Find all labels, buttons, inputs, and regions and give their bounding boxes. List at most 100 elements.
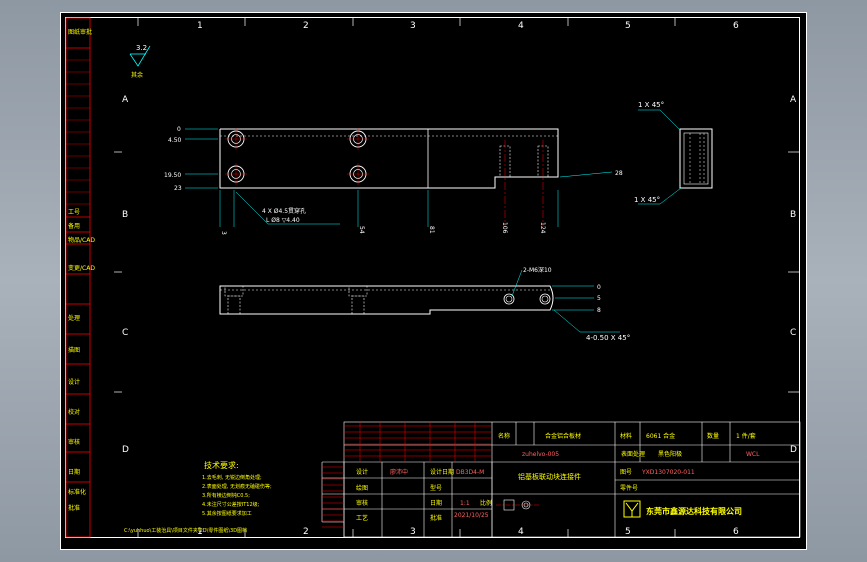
file-path: C:\yuhhuo\工装治具\项目文件夹\2D\零件图纸\3D图档 (124, 527, 247, 534)
counterbore-holes (225, 128, 369, 185)
tb-drawing-no-value: YXD1307020-011 (641, 469, 695, 476)
tech-note-line: 2.表面处理, 无划痕无磕碰伤等; (202, 483, 272, 490)
strip-label: 图纸审批 (68, 28, 92, 36)
dim-text: 0 (177, 126, 181, 133)
column-label: 1 (197, 527, 203, 537)
outer-border (60, 12, 807, 550)
tb-date-label: 设计日期 (430, 468, 454, 476)
roughness-note: 其余 (131, 71, 143, 79)
chamfer-callout: 4-0.50 X 45° (586, 334, 630, 342)
row-label: D (122, 445, 129, 455)
thread-leader (511, 269, 523, 297)
side-view-outline (679, 128, 713, 189)
strip-label: 标准化 (68, 488, 86, 496)
dim-text: 54 (358, 226, 365, 234)
hole-callout-line2: L Ø8 ▽4.40 (266, 217, 300, 224)
tb-row-label: 审核 (356, 499, 368, 507)
counterbore-section (227, 295, 241, 315)
tb-part-label: 零件号 (620, 484, 638, 492)
roughness-symbol: 3.2 其余 (129, 44, 151, 79)
tb-row-label: 绘图 (356, 484, 368, 492)
tb-part-name: 铝基板联动块连接件 (518, 472, 581, 481)
strip-frame (65, 17, 91, 538)
tb-model-value: DB3D4-M (456, 469, 484, 476)
threaded-holes (499, 140, 549, 227)
top-view-outline (219, 128, 559, 189)
chamfer-leader-top (638, 109, 681, 131)
column-label: 5 (625, 527, 631, 537)
column-label: 5 (625, 21, 631, 31)
tb-designer-date-label: 日期 (430, 499, 442, 507)
tb-surface-label: 表面处理 (621, 450, 645, 458)
tech-note-line: 1.去毛刺, 无锐边倒角处理; (202, 474, 262, 481)
top-view-bottom-dim-text: 3 54 81 106 124 (220, 222, 546, 235)
tb-company: 东莞市鑫源达科技有限公司 (646, 506, 742, 516)
tech-note-line: 4.未注尺寸公差按IT12级; (202, 501, 260, 508)
row-label: A (122, 95, 129, 105)
front-view-outline (219, 285, 554, 315)
dim-text: 19.50 (164, 172, 181, 179)
chamfer-bottom-text: 1 X 45° (634, 196, 660, 204)
roughness-value: 3.2 (136, 44, 147, 52)
front-view[interactable]: 2-M6深10 0 5 8 4-0.50 X 45° (219, 266, 630, 342)
strip-label: 校对 (68, 408, 80, 416)
tb-approve-label: 批准 (430, 514, 442, 522)
column-label: 3 (410, 21, 416, 31)
side-view-inner (683, 132, 709, 185)
row-label: A (790, 95, 797, 105)
dim-text: 3 (220, 231, 227, 235)
row-labels: A B C D A B C D (122, 95, 797, 455)
threaded-hole-front (505, 295, 513, 303)
counterbore-section (224, 285, 244, 297)
column-label: 3 (410, 527, 416, 537)
chamfer-top-text: 1 X 45° (638, 101, 664, 109)
top-view[interactable]: 0 4.50 19.50 23 3 54 81 106 (164, 126, 623, 235)
thread-callout: 2-M6深10 (523, 266, 552, 274)
counterbore-section (348, 285, 368, 297)
tech-notes: 技术要求: 1.去毛刺, 无锐边倒角处理; 2.表面处理, 无划痕无磕碰伤等; … (202, 460, 272, 517)
tb-model-label: 型号 (430, 484, 442, 492)
strip-label: 日期 (68, 468, 80, 476)
row-label: B (790, 210, 796, 220)
tech-notes-title: 技术要求: (204, 460, 239, 470)
dim-text: 23 (174, 185, 182, 192)
column-label: 4 (518, 527, 524, 537)
row-label: B (122, 210, 128, 220)
chamfer-leader (553, 309, 620, 333)
strip-label: 物品/CAD (68, 236, 95, 244)
row-label: C (790, 328, 796, 338)
strip-label: 处理 (68, 314, 80, 322)
side-view[interactable]: 1 X 45° 1 X 45° (634, 101, 713, 205)
column-label: 2 (303, 527, 309, 537)
strip-label: 工号 (68, 209, 80, 216)
threaded-hole-front (503, 293, 515, 305)
strip-label: 设计 (68, 378, 80, 386)
tb-material-value: 合金铝合板材 (545, 432, 581, 440)
tb-qty-label: 数量 (707, 432, 719, 440)
tb-designer: 廖沛中 (390, 468, 408, 476)
dim-text: 124 (539, 222, 546, 234)
company-logo-icon (623, 500, 641, 518)
tb-row-label: 工艺 (356, 514, 368, 522)
counterbore-section (351, 295, 365, 315)
title-block-text: 名称 合金铝合板材 材料 6061 合金 数量 1 件/套 zuhelvo-00… (356, 432, 760, 522)
projection-symbol-icon (496, 499, 540, 511)
dim-text: 4.50 (168, 137, 182, 144)
row-label: D (790, 445, 797, 455)
top-view-left-dim-text: 0 4.50 19.50 23 (164, 126, 182, 192)
dim-text: 106 (501, 222, 508, 234)
tb-material-label: 名称 (498, 432, 510, 440)
tb-qty-value: 1 件/套 (736, 432, 756, 440)
column-label: 4 (518, 21, 524, 31)
strip-label: 批准 (68, 504, 80, 512)
tb-weight-label: 材料 (620, 432, 632, 440)
dim-text: 5 (597, 295, 601, 302)
frame-ticks (114, 18, 800, 537)
tech-note-line: 5.其余按图纸要求加工 (202, 510, 252, 517)
inner-border (65, 17, 800, 538)
tb-weight-value: 6061 合金 (646, 432, 675, 440)
